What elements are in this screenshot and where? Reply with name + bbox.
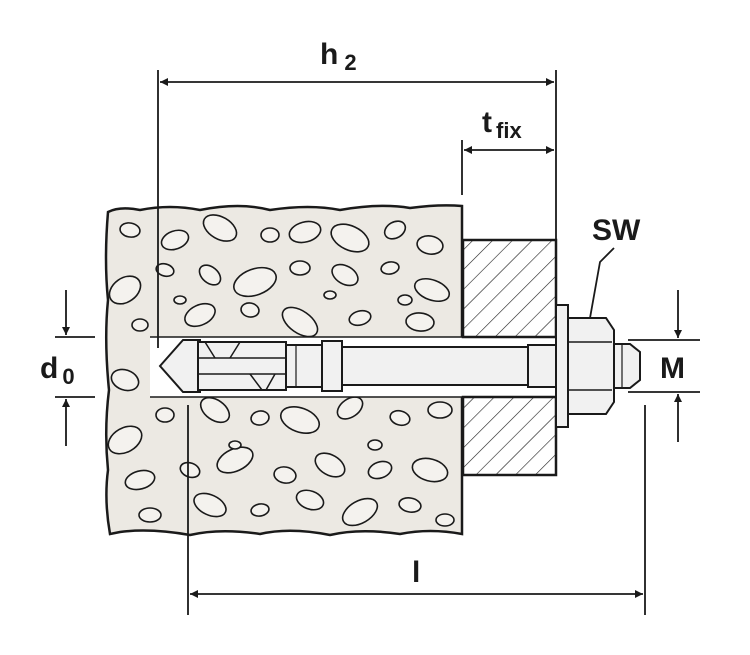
aggregate-stone [413,277,451,303]
sw-leader-line [589,247,615,319]
sleeve-collar [285,344,323,388]
aggregate-stone [216,446,254,474]
aggregate-stones [107,214,455,527]
aggregate-stone [124,469,156,491]
aggregate-stone [107,425,143,455]
aggregate-stone [331,263,359,287]
aggregate-stone [279,406,321,434]
aggregate-stone [336,396,364,420]
fixture-plate-upper [461,238,558,339]
aggregate-stone [273,466,297,484]
aggregate-stone [260,227,280,243]
aggregate-stone [193,492,227,518]
aggregate-stone [131,318,149,332]
aggregate-stone [341,497,379,527]
aggregate-stone [228,440,242,450]
aggregate-stone [405,312,435,332]
bolt-shaft [341,346,529,386]
bolt-end [613,343,641,389]
aggregate-stone [435,513,455,527]
aggregate-stone [138,507,162,523]
aggregate-stone [367,439,383,451]
aggregate-stone [240,302,260,318]
aggregate-stone [295,489,325,511]
extension-lines [55,70,700,615]
bolt-neck [321,340,343,392]
aggregate-stone [155,262,175,278]
washer [555,304,569,428]
aggregate-stone [323,290,337,300]
aggregate-stone [383,220,407,240]
label-sw: SW [592,214,641,247]
aggregate-stone [202,214,238,242]
aggregate-stone [250,503,270,517]
aggregate-stone [110,368,140,392]
aggregate-stone [108,275,142,305]
aggregate-stone [427,401,453,419]
aggregate-stone [367,460,393,480]
aggregate-stone [250,410,270,426]
aggregate-stone [398,497,422,513]
aggregate-stone [380,261,400,275]
expansion-sleeve [197,341,287,391]
aggregate-stone [233,266,277,298]
aggregate-stone [184,302,216,328]
aggregate-stone [288,220,322,244]
aggregate-stone [416,235,444,255]
aggregate-stone [397,294,413,306]
aggregate-stone [155,407,175,423]
threaded-section [527,344,557,388]
aggregate-stone [330,223,370,253]
aggregate-stone [289,260,311,276]
aggregate-stone [198,264,222,286]
dimension-lines [62,78,682,598]
aggregate-stone [314,452,346,478]
aggregate-stone [199,396,231,424]
label-l: l [412,556,420,589]
aggregate-stone [119,222,141,238]
aggregate-stone [348,309,372,327]
label-m: M [660,352,685,385]
hex-nut [567,317,615,415]
aggregate-stone [389,409,411,427]
aggregate-stone [173,295,187,305]
fixture-plate [461,238,558,477]
aggregate-stone [411,457,449,483]
aggregate-stone [281,306,319,338]
aggregate-stone [160,229,190,251]
fixture-plate-lower [461,395,558,477]
anchor-bolt [158,304,641,428]
